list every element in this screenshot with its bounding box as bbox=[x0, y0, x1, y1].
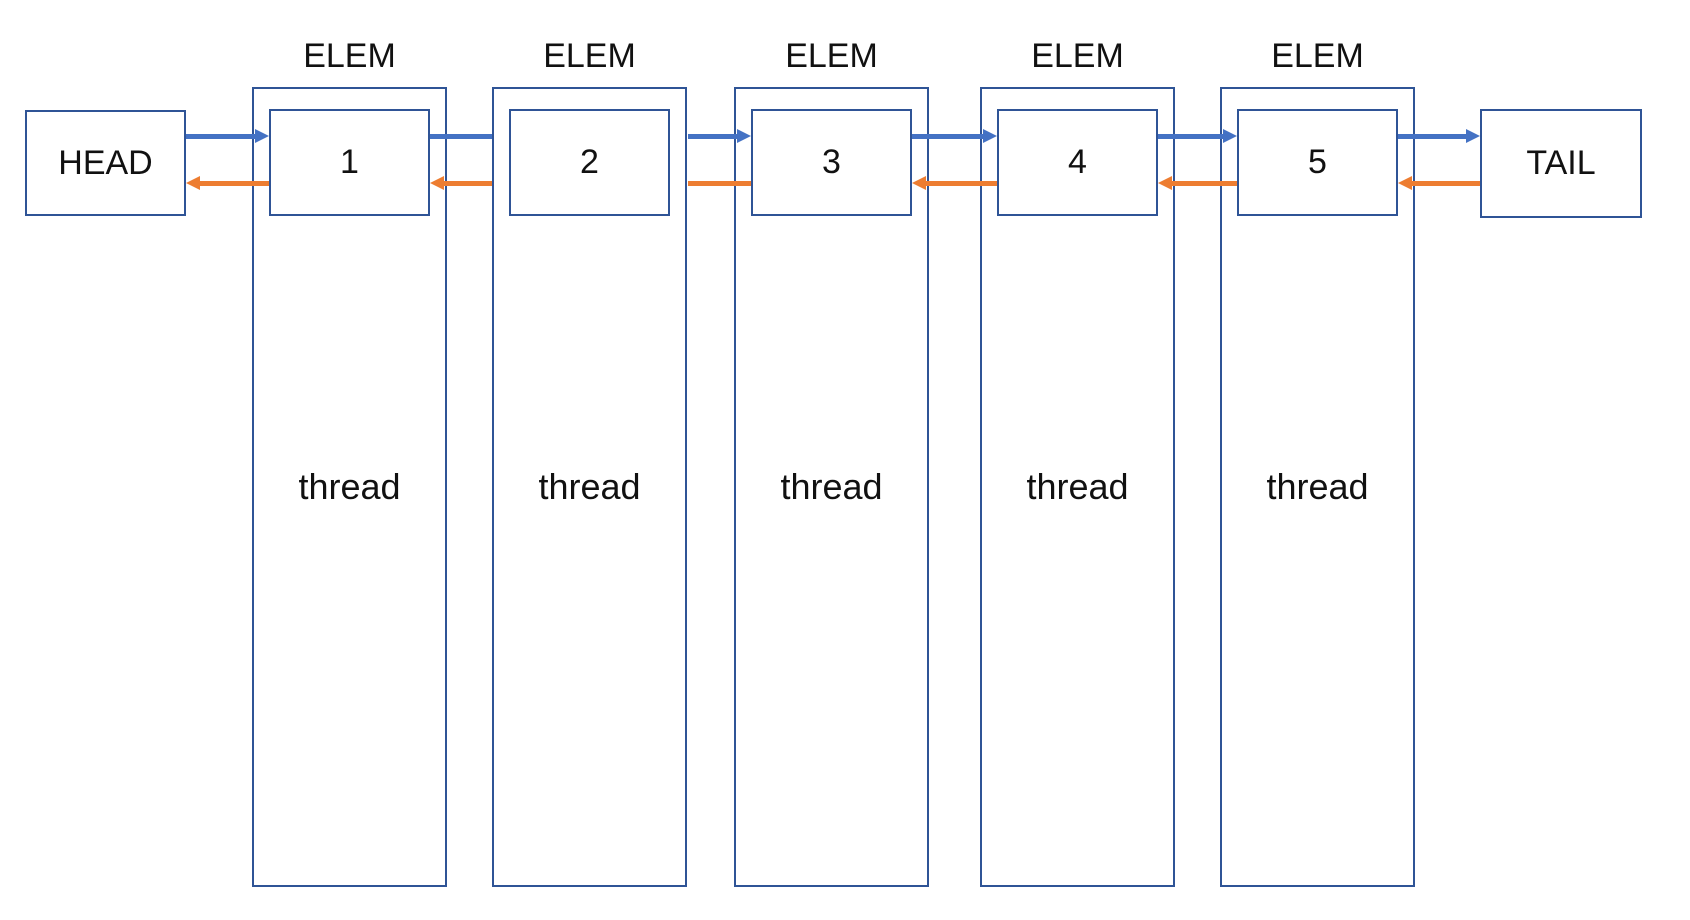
thread-label: thread bbox=[1026, 466, 1129, 507]
next-arrow-elem2-to-elem3 bbox=[688, 129, 751, 144]
arrow-head-icon bbox=[1223, 129, 1237, 143]
arrow-head-icon bbox=[430, 176, 444, 190]
thread-label: thread bbox=[298, 466, 401, 507]
arrow-head-icon bbox=[186, 176, 200, 190]
next-arrow-elem3-to-elem4 bbox=[912, 129, 997, 144]
elem-group-5: ELEM thread 5 bbox=[1220, 0, 1415, 920]
arrow-head-icon bbox=[1158, 176, 1172, 190]
thread-box: thread bbox=[252, 87, 447, 887]
thread-box: thread bbox=[980, 87, 1175, 887]
prev-arrow-elem2-to-elem1 bbox=[430, 176, 492, 191]
thread-label: thread bbox=[780, 466, 883, 507]
elem-value-box: 5 bbox=[1237, 109, 1398, 216]
arrow-shaft bbox=[1411, 181, 1480, 186]
elem-value: 1 bbox=[340, 143, 359, 181]
head-label: HEAD bbox=[58, 143, 153, 182]
elem-title: ELEM bbox=[785, 37, 878, 75]
arrow-shaft bbox=[1398, 134, 1467, 139]
arrow-head-icon bbox=[737, 129, 751, 143]
elem-title: ELEM bbox=[1031, 37, 1124, 75]
prev-arrow-tail-to-elem5 bbox=[1398, 176, 1480, 191]
thread-label: thread bbox=[538, 466, 641, 507]
elem-value-box: 4 bbox=[997, 109, 1158, 216]
arrow-shaft bbox=[688, 134, 738, 139]
arrow-shaft bbox=[925, 181, 997, 186]
elem-value-box: 2 bbox=[509, 109, 670, 216]
prev-arrow-elem5-to-elem4 bbox=[1158, 176, 1237, 191]
elem-value-box: 1 bbox=[269, 109, 430, 216]
thread-box: thread bbox=[492, 87, 687, 887]
elem-title: ELEM bbox=[303, 37, 396, 75]
arrow-shaft bbox=[443, 181, 492, 186]
arrow-head-icon bbox=[1466, 129, 1480, 143]
arrow-shaft bbox=[1158, 134, 1224, 139]
elem-value: 4 bbox=[1068, 143, 1087, 181]
next-arrow-head-to-elem1 bbox=[186, 129, 269, 144]
next-arrow-elem4-to-elem5 bbox=[1158, 129, 1237, 144]
arrow-head-icon bbox=[255, 129, 269, 143]
thread-box: thread bbox=[734, 87, 929, 887]
elem-title: ELEM bbox=[1271, 37, 1364, 75]
prev-arrow-elem4-to-elem3 bbox=[912, 176, 997, 191]
arrow-shaft bbox=[912, 134, 984, 139]
prev-arrow-elem3-to-elem2 bbox=[688, 176, 751, 191]
elem-title: ELEM bbox=[543, 37, 636, 75]
tail-label: TAIL bbox=[1526, 144, 1596, 182]
arrow-shaft bbox=[430, 134, 492, 139]
elem-group-4: ELEM thread 4 bbox=[980, 0, 1175, 920]
arrow-shaft bbox=[688, 181, 751, 186]
elem-value: 2 bbox=[580, 143, 599, 181]
tail-node: TAIL bbox=[1480, 109, 1642, 218]
elem-group-1: ELEM thread 1 bbox=[252, 0, 447, 920]
elem-value: 3 bbox=[822, 143, 841, 181]
elem-value: 5 bbox=[1308, 143, 1327, 181]
elem-value-box: 3 bbox=[751, 109, 912, 216]
thread-label: thread bbox=[1266, 466, 1369, 507]
arrow-head-icon bbox=[983, 129, 997, 143]
arrow-head-icon bbox=[912, 176, 926, 190]
prev-arrow-elem1-to-head bbox=[186, 176, 269, 191]
next-arrow-elem5-to-tail bbox=[1398, 129, 1480, 144]
arrow-shaft bbox=[199, 181, 269, 186]
thread-box: thread bbox=[1220, 87, 1415, 887]
arrow-shaft bbox=[1171, 181, 1237, 186]
arrow-head-icon bbox=[1398, 176, 1412, 190]
head-node: HEAD bbox=[25, 110, 186, 216]
elem-group-2: ELEM thread 2 bbox=[492, 0, 687, 920]
elem-group-3: ELEM thread 3 bbox=[734, 0, 929, 920]
next-arrow-elem1-to-elem2 bbox=[430, 129, 492, 144]
arrow-shaft bbox=[186, 134, 256, 139]
